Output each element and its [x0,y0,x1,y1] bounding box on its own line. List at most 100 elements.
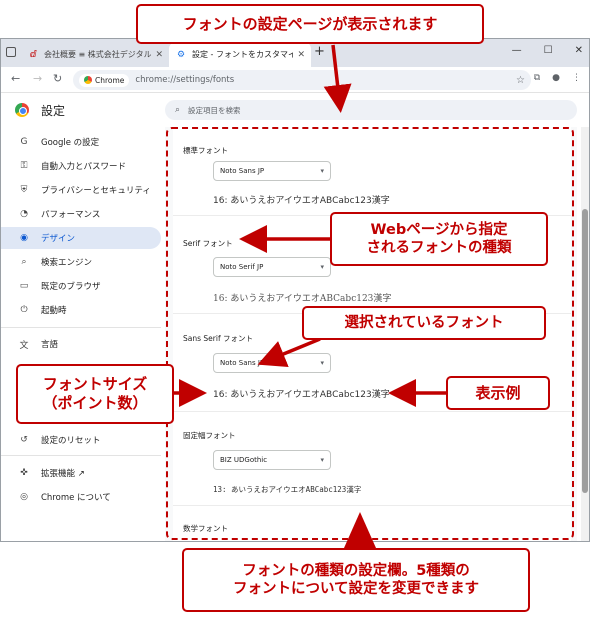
callout-bottom: フォントの種類の設定欄。5種類の フォントについて設定を変更できます [182,548,530,612]
sidebar-item-label: 既定のブラウザ [41,282,101,292]
url-text: chrome://settings/fonts [135,75,235,85]
back-icon[interactable]: ← [11,72,21,85]
sidebar-item-default-browser[interactable]: ▭ 既定のブラウザ [1,275,161,297]
tab-title: 会社概要 ≡ 株式会社デジタルアドバンテージ [44,50,152,59]
power-icon: ⏻ [20,305,28,315]
bookmark-star-icon[interactable]: ☆ [516,74,525,86]
sidebar-item-label: 検索エンジン [41,258,93,268]
reload-icon[interactable]: ↻ [53,72,63,85]
callout-web-font: Webページから指定 されるフォントの種類 [330,212,548,266]
select-value: BIZ UDGothic [220,456,268,464]
callout-line: フォントについて設定を変更できます [232,581,480,597]
sidebar-item-label: パフォーマンス [41,210,101,220]
sidebar-item-label: 言語 [41,340,59,350]
forward-icon[interactable]: → [33,72,43,85]
site-chip[interactable]: Chrome [79,73,130,87]
close-tab-icon[interactable]: ✕ [155,49,163,60]
dropdown-arrow-icon: ▾ [320,167,324,175]
sidebar-item-about-chrome[interactable]: ◎Chrome について [1,486,161,508]
tab-company[interactable]: ⅆ 会社概要 ≡ 株式会社デジタルアドバンテージ ✕ [21,42,169,67]
puzzle-icon: ✜ [20,468,28,478]
sidebar-item-label: 起動時 [41,306,67,316]
settings-search-input[interactable]: ⌕ 設定項目を検索 [165,100,577,120]
page-title: 設定 [41,104,66,118]
palette-icon: ◉ [20,233,28,243]
fixed-width-font-select[interactable]: BIZ UDGothic ▾ [213,450,331,470]
sans-serif-font-title: Sans Serif フォント [183,334,253,343]
search-placeholder: 設定項目を検索 [188,105,241,115]
toolbar-actions: ⧉ ● ⋮ [534,73,581,83]
address-bar[interactable]: Chrome chrome://settings/fonts ☆ [73,70,531,90]
shield-icon: ⛨ [20,185,28,195]
sidebar-item-languages[interactable]: 文 言語 [1,333,161,355]
scrollbar[interactable] [581,127,589,541]
sidebar-item-label: プライバシーとセキュリティ [41,186,151,196]
callout-line: （ポイント数） [42,394,148,412]
site-favicon-icon: ⅆ [29,49,37,60]
extensions-icon[interactable]: ⧉ [533,73,541,83]
select-value: Noto Sans JP [220,359,265,367]
fixed-width-font-sample: 13: あいうえおアイウエオABCabc123漢字 [213,485,362,494]
sidebar-item-label: 拡張機能 ↗ [41,469,85,479]
top-arrow [323,44,352,113]
serif-font-select[interactable]: Noto Serif JP ▾ [213,257,331,277]
settings-header: 設定 ⌕ 設定項目を検索 [1,93,589,127]
callout-line: Webページから指定 [370,221,508,238]
sidebar-item-extensions[interactable]: ✜ 拡張機能 ↗ [1,462,161,484]
callout-sample: 表示例 [446,376,550,410]
tab-settings[interactable]: ⚙ 設定 - フォントをカスタマイズ ✕ [169,42,311,67]
sidebar-item-on-startup[interactable]: ⏻ 起動時 [1,299,161,321]
maximize-icon[interactable]: ☐ [543,45,553,56]
callout-selected-font: 選択されているフォント [302,306,546,340]
standard-font-sample: 16: あいうえおアイウエオABCabc123漢字 [213,196,390,206]
browser-icon: ▭ [19,281,29,291]
gear-icon: ⚙ [176,49,186,60]
sidebar-item-label: Google の設定 [41,138,100,148]
chrome-logo-icon [84,76,92,84]
standard-font-title: 標準フォント [183,146,228,155]
serif-font-title: Serif フォント [183,239,233,248]
sidebar-item-label: 自動入力とパスワード [41,162,127,172]
sidebar-item-search-engine[interactable]: ⌕検索エンジン [1,251,161,273]
search-icon: ⌕ [175,105,181,115]
dropdown-arrow-icon: ▾ [320,263,324,271]
close-icon[interactable]: ✕ [574,45,583,56]
sidebar-item-label: デザイン [41,234,76,244]
gauge-icon: ◔ [20,209,28,219]
tab-search-icon[interactable] [6,47,16,57]
standard-font-select[interactable]: Noto Sans JP ▾ [213,161,331,181]
dropdown-arrow-icon: ▾ [320,456,324,464]
scrollbar-thumb[interactable] [582,209,588,493]
section-divider [173,411,571,412]
chrome-logo-icon [15,103,29,117]
sidebar-divider [1,327,161,328]
sidebar-item-appearance[interactable]: ◉ デザイン [1,227,161,249]
dropdown-arrow-icon: ▾ [320,359,324,367]
menu-icon[interactable]: ⋮ [572,73,581,83]
sidebar-item-autofill[interactable]: ⚿自動入力とパスワード [1,155,161,177]
section-divider [173,505,571,506]
chip-label: Chrome [95,75,125,85]
chrome-icon: ◎ [20,492,28,502]
select-value: Noto Sans JP [220,167,265,175]
sidebar-item-label: 設定のリセット [41,436,101,446]
close-tab-icon[interactable]: ✕ [297,49,305,60]
selected-font-arrow [257,337,321,367]
profile-icon[interactable]: ● [552,73,560,83]
minimize-icon[interactable]: — [511,45,522,56]
sidebar-item-privacy[interactable]: ⛨ プライバシーとセキュリティ [1,179,161,201]
sidebar-divider [1,455,161,456]
translate-icon: 文 [19,340,29,351]
callout-line: フォントの種類の設定欄。5種類の [242,562,470,579]
sans-serif-font-sample: 16: あいうえおアイウエオABCabc123漢字 [213,390,390,400]
sidebar-item-performance[interactable]: ◔ パフォーマンス [1,203,161,225]
callout-line: されるフォントの種類 [366,240,512,256]
sidebar-item-reset[interactable]: ↺設定のリセット [1,429,161,451]
select-value: Noto Serif JP [220,263,264,271]
math-font-title: 数学フォント [183,524,228,533]
serif-font-sample: 16: あいうえおアイウエオABCabc123漢字 [213,294,392,304]
new-tab-button[interactable]: + [314,44,325,59]
